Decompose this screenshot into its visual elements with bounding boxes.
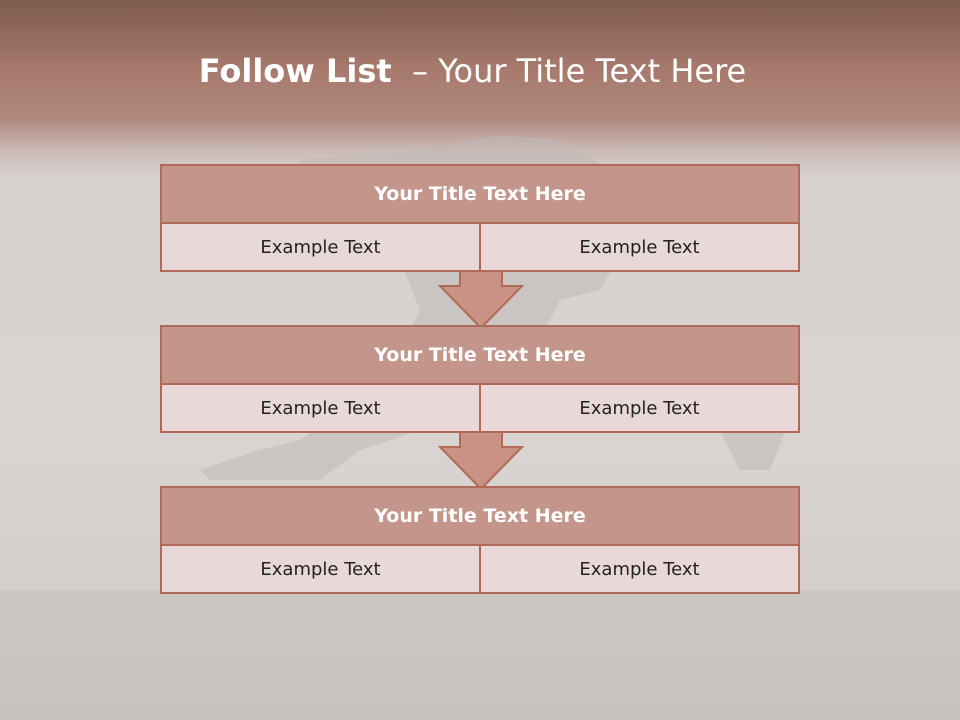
step-3-right-text: Example Text [479,546,798,592]
step-1-right-text: Example Text [479,224,798,270]
step-title-1: Your Title Text Here [162,166,798,224]
slide-title: Follow List – Your Title Text Here [0,52,945,90]
step-box-2: Your Title Text Here Example Text Exampl… [160,325,800,433]
step-2-right-text: Example Text [479,385,798,431]
step-box-3: Your Title Text Here Example Text Exampl… [160,486,800,594]
title-rest: – Your Title Text Here [412,52,747,90]
step-1-left-text: Example Text [162,224,479,270]
step-title-2: Your Title Text Here [162,327,798,385]
step-box-1: Your Title Text Here Example Text Exampl… [160,164,800,272]
title-bold: Follow List [198,52,392,90]
step-3-left-text: Example Text [162,546,479,592]
step-2-left-text: Example Text [162,385,479,431]
step-title-3: Your Title Text Here [162,488,798,546]
floor-shade [0,590,960,720]
down-arrow-icon [438,270,524,330]
down-arrow-icon [438,431,524,491]
